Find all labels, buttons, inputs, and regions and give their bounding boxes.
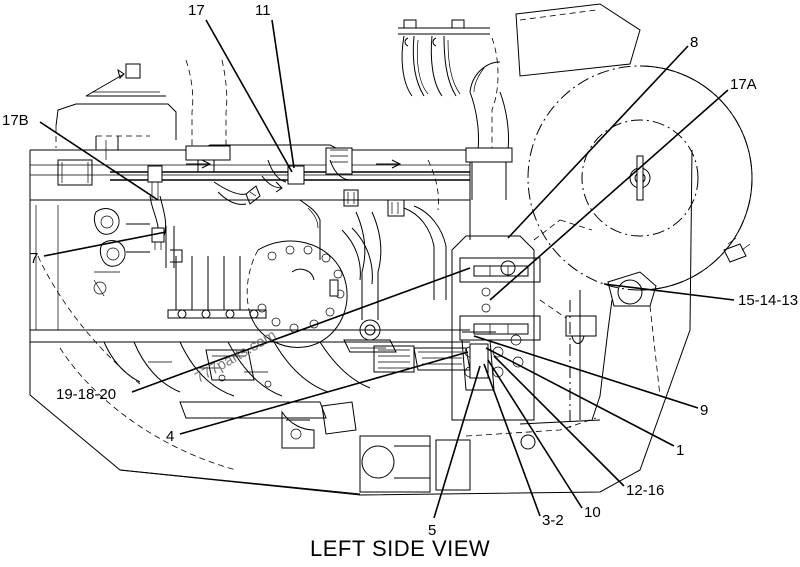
upper-left-bracket <box>55 59 402 205</box>
callout-label-17b: 17B <box>2 112 29 129</box>
callout-leader-lines <box>39 19 735 519</box>
callout-label-17a: 17A <box>730 76 757 93</box>
callout-label-3-2: 3-2 <box>542 512 564 529</box>
block-mid-details <box>93 159 471 373</box>
diagram-title: LEFT SIDE VIEW <box>310 536 491 561</box>
callout-label-1: 1 <box>676 442 685 459</box>
callout-label-8: 8 <box>690 34 699 51</box>
lower-block-and-pan <box>29 227 471 495</box>
callout-label-10: 10 <box>584 504 601 521</box>
callout-label-5: 5 <box>428 522 437 539</box>
callout-label-9: 9 <box>700 402 709 419</box>
callout-label-4: 4 <box>166 428 175 445</box>
callout-label-17: 17 <box>188 2 205 19</box>
right-side-housing <box>451 219 661 450</box>
upper-hoses <box>398 3 641 200</box>
callout-label-11: 11 <box>255 2 271 19</box>
callout-label-12-16: 12-16 <box>626 482 665 499</box>
callout-label-19-18-20: 19-18-20 <box>56 386 117 403</box>
engine-body-outline <box>29 144 693 496</box>
fan-pulley-assembly <box>527 65 753 291</box>
callout-label-7: 7 <box>30 250 39 267</box>
callout-label-15-14-13: 15-14-13 <box>738 292 799 309</box>
valve-cover-and-rail <box>57 147 470 250</box>
